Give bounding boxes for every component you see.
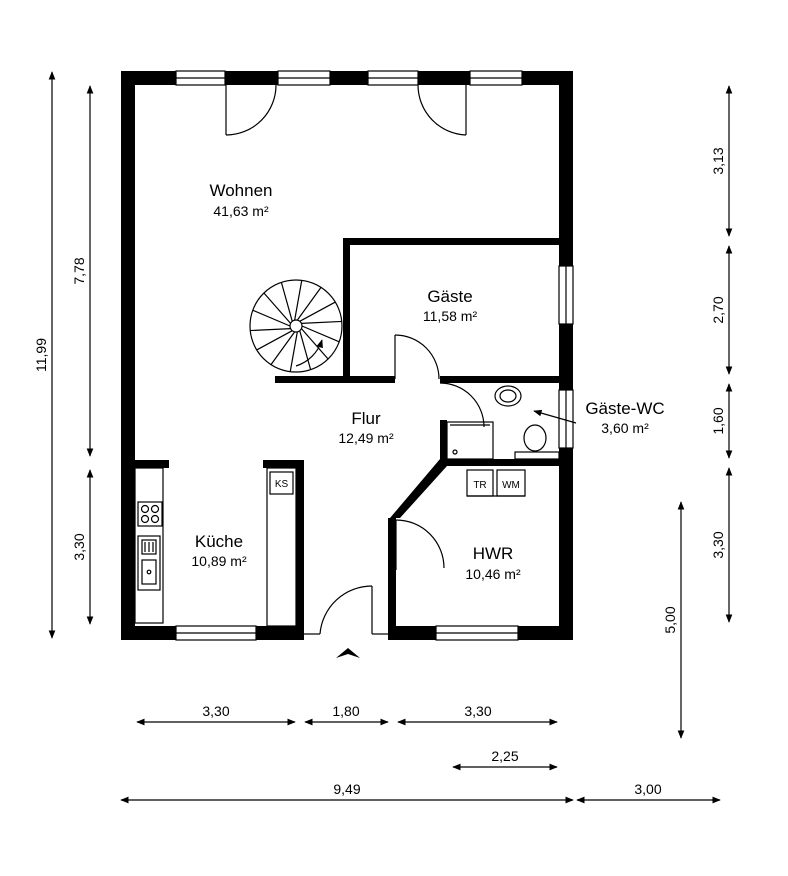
stair-tread <box>299 301 336 322</box>
exterior-walls <box>121 71 573 640</box>
stair-tread <box>289 331 298 372</box>
dimension-lines <box>48 71 733 804</box>
dim-right-1: 3,13 <box>710 147 726 174</box>
dim-right-outer: 5,00 <box>662 606 678 633</box>
dim-left-lower: 3,30 <box>71 533 87 560</box>
dim-left-total: 11,99 <box>33 338 49 372</box>
room-hwr-area: 10,46 m² <box>465 566 521 582</box>
dim-right-2: 2,70 <box>710 296 726 323</box>
room-gaeste-area: 11,58 m² <box>423 308 478 324</box>
stair-tread <box>252 309 291 327</box>
stair-tread <box>270 331 296 365</box>
dim-bottom-2: 1,80 <box>332 703 359 719</box>
room-wohnen-area: 41,63 m² <box>213 203 269 219</box>
dim-bottom-3: 3,30 <box>464 703 491 719</box>
dim-bottom-1: 3,30 <box>202 703 229 719</box>
room-flur-name: Flur <box>351 409 381 428</box>
stair-tread <box>299 330 312 370</box>
room-kueche-area: 10,89 m² <box>191 553 247 569</box>
stair-tread <box>280 282 293 322</box>
interior-doors <box>304 334 485 635</box>
stair-tread <box>294 280 303 321</box>
dim-bottom-right: 3,00 <box>634 781 661 797</box>
room-gaeste-wc-name: Gäste-WC <box>585 399 664 418</box>
windows <box>175 70 574 641</box>
hwr-fixtures <box>466 469 526 497</box>
stair-tread <box>263 292 292 324</box>
dim-bottom-4: 2,25 <box>491 748 518 764</box>
entrance-arrow <box>336 648 360 658</box>
stair-tread <box>301 325 340 343</box>
room-hwr-name: HWR <box>473 544 514 563</box>
room-flur-area: 12,49 m² <box>338 430 394 446</box>
stair-tread <box>300 328 329 360</box>
dim-bottom-total: 9,49 <box>333 781 360 797</box>
dim-right-4: 3,30 <box>710 531 726 558</box>
terrace-doors <box>225 84 467 136</box>
stair-tread <box>301 320 342 324</box>
stair-tread <box>296 287 322 321</box>
dim-right-3: 1,60 <box>710 407 726 434</box>
room-gaeste-name: Gäste <box>427 287 472 306</box>
fixture-ks-label: KS <box>275 479 289 490</box>
kitchen-fixtures <box>134 467 297 627</box>
room-kueche-name: Küche <box>195 532 243 551</box>
room-gaeste-wc-area: 3,60 m² <box>601 420 649 436</box>
interior-walls <box>135 238 559 640</box>
stair-tread <box>256 330 293 351</box>
fixture-wm-label: WM <box>502 480 520 491</box>
stair-tread <box>250 328 291 332</box>
dim-left-upper: 7,78 <box>71 257 87 284</box>
wc-fixtures <box>446 385 577 460</box>
fixture-tr-label: TR <box>473 480 486 491</box>
room-wohnen-name: Wohnen <box>209 181 272 200</box>
spiral-staircase <box>249 279 343 373</box>
